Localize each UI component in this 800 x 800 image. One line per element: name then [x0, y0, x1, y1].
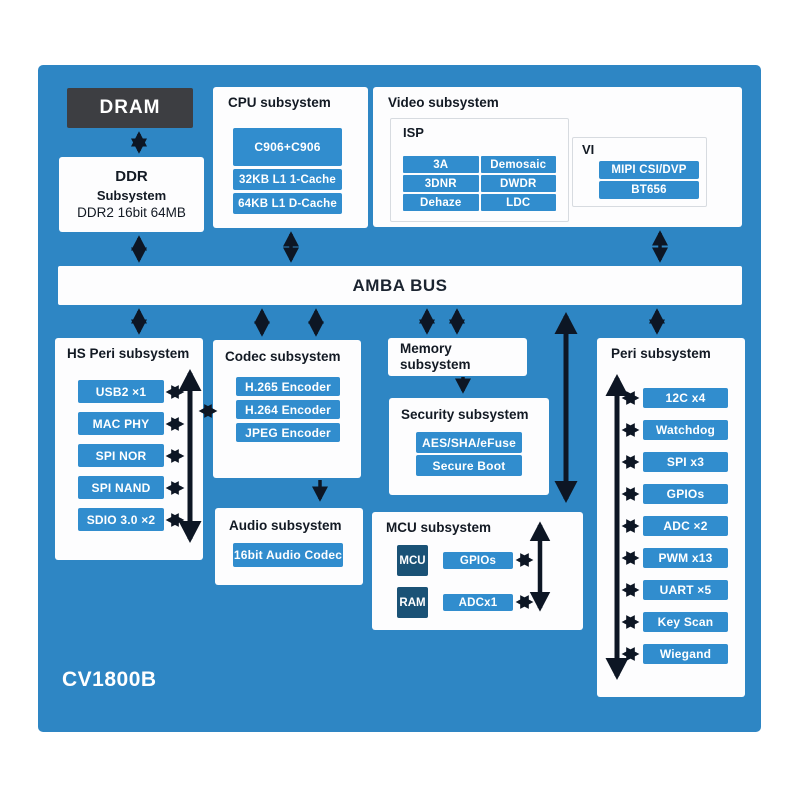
audio-title: Audio subsystem: [229, 518, 342, 533]
usb2-block: USB2 ×1: [78, 380, 164, 403]
cpu-core-block: C906+C906: [233, 128, 342, 166]
ddr-subtitle: Subsystem: [96, 187, 167, 203]
uart-block: UART ×5: [643, 580, 728, 600]
hs-peri-subsystem-box: HS Peri subsystem USB2 ×1 MAC PHY SPI NO…: [55, 338, 203, 560]
watchdog-block: Watchdog: [643, 420, 728, 440]
sdio-block: SDIO 3.0 ×2: [78, 508, 164, 531]
mcu-adc-block: ADCx1: [443, 594, 513, 611]
jpeg-encoder-block: JPEG Encoder: [236, 423, 340, 442]
ddr-title: DDR: [115, 168, 148, 186]
cpu-dcache-block: 64KB L1 D-Cache: [233, 193, 342, 214]
memory-subsystem-box: Memory subsystem: [388, 338, 527, 376]
dram-label: DRAM: [99, 97, 161, 118]
spi-nor-block: SPI NOR: [78, 444, 164, 467]
hs-peri-items: USB2 ×1 MAC PHY SPI NOR SPI NAND SDIO 3.…: [78, 380, 164, 531]
vi-item-bt656: BT656: [599, 181, 699, 199]
cpu-icache-block: 32KB L1 1-Cache: [233, 169, 342, 190]
h265-encoder-block: H.265 Encoder: [236, 377, 340, 396]
secure-boot-block: Secure Boot: [416, 455, 522, 476]
aes-sha-efuse-block: AES/SHA/eFuse: [416, 432, 522, 453]
audio-subsystem-box: Audio subsystem 16bit Audio Codec: [215, 508, 363, 585]
ddr-detail: DDR2 16bit 64MB: [77, 205, 186, 221]
security-subsystem-box: Security subsystem AES/SHA/eFuse Secure …: [389, 398, 549, 495]
isp-title: ISP: [403, 125, 424, 140]
mcu-ram-block: RAM: [397, 587, 428, 618]
pwm-block: PWM x13: [643, 548, 728, 568]
mcu-gpios-block: GPIOs: [443, 552, 513, 569]
peri-subsystem-box: Peri subsystem 12C x4 Watchdog SPI x3 GP…: [597, 338, 745, 697]
cpu-subsystem-title: CPU subsystem: [228, 95, 331, 110]
security-title: Security subsystem: [401, 407, 529, 422]
cpu-subsystem-box: CPU subsystem C906+C906 32KB L1 1-Cache …: [213, 87, 368, 228]
audio-codec-block: 16bit Audio Codec: [233, 543, 343, 567]
key-scan-block: Key Scan: [643, 612, 728, 632]
video-subsystem-title: Video subsystem: [388, 95, 499, 110]
wiegand-block: Wiegand: [643, 644, 728, 664]
ddr-subsystem-box: DDR Subsystem DDR2 16bit 64MB: [59, 157, 204, 232]
spi-nand-block: SPI NAND: [78, 476, 164, 499]
h264-encoder-block: H.264 Encoder: [236, 400, 340, 419]
amba-bus-bar: AMBA BUS: [58, 266, 742, 305]
isp-cell-3a: 3A: [403, 156, 479, 173]
chip-name-label: CV1800B: [62, 668, 157, 691]
peri-items: 12C x4 Watchdog SPI x3 GPIOs ADC ×2 PWM …: [643, 388, 728, 664]
vi-item-mipi: MIPI CSI/DVP: [599, 161, 699, 179]
dram-block: DRAM: [67, 88, 193, 128]
mcu-core-block: MCU: [397, 545, 428, 576]
codec-subsystem-box: Codec subsystem H.265 Encoder H.264 Enco…: [213, 340, 361, 478]
mcu-title: MCU subsystem: [386, 520, 492, 535]
hs-peri-title: HS Peri subsystem: [67, 346, 190, 361]
isp-grid: 3A Demosaic 3DNR DWDR Dehaze LDC: [403, 156, 556, 211]
mac-phy-block: MAC PHY: [78, 412, 164, 435]
spi-block: SPI x3: [643, 452, 728, 472]
security-items: AES/SHA/eFuse Secure Boot: [416, 432, 522, 476]
video-subsystem-box: Video subsystem ISP 3A Demosaic 3DNR DWD…: [373, 87, 742, 227]
codec-items: H.265 Encoder H.264 Encoder JPEG Encoder: [236, 377, 340, 442]
isp-cell-demosaic: Demosaic: [480, 156, 556, 173]
isp-cell-dwdr: DWDR: [480, 175, 556, 192]
vi-box: VI MIPI CSI/DVP BT656: [572, 137, 707, 207]
i2c-block: 12C x4: [643, 388, 728, 408]
amba-bus-label: AMBA BUS: [352, 275, 448, 295]
isp-cell-ldc: LDC: [480, 194, 556, 211]
peri-title: Peri subsystem: [611, 346, 711, 361]
memory-title: Memory subsystem: [400, 341, 471, 373]
isp-cell-dehaze: Dehaze: [403, 194, 479, 211]
vi-title: VI: [582, 142, 595, 157]
gpios-block: GPIOs: [643, 484, 728, 504]
vi-items: MIPI CSI/DVP BT656: [599, 161, 699, 199]
mcu-subsystem-box: MCU subsystem MCU GPIOs RAM ADCx1: [372, 512, 583, 630]
adc-block: ADC ×2: [643, 516, 728, 536]
isp-box: ISP 3A Demosaic 3DNR DWDR Dehaze LDC: [390, 118, 569, 222]
codec-title: Codec subsystem: [225, 349, 341, 364]
isp-cell-3dnr: 3DNR: [403, 175, 479, 192]
